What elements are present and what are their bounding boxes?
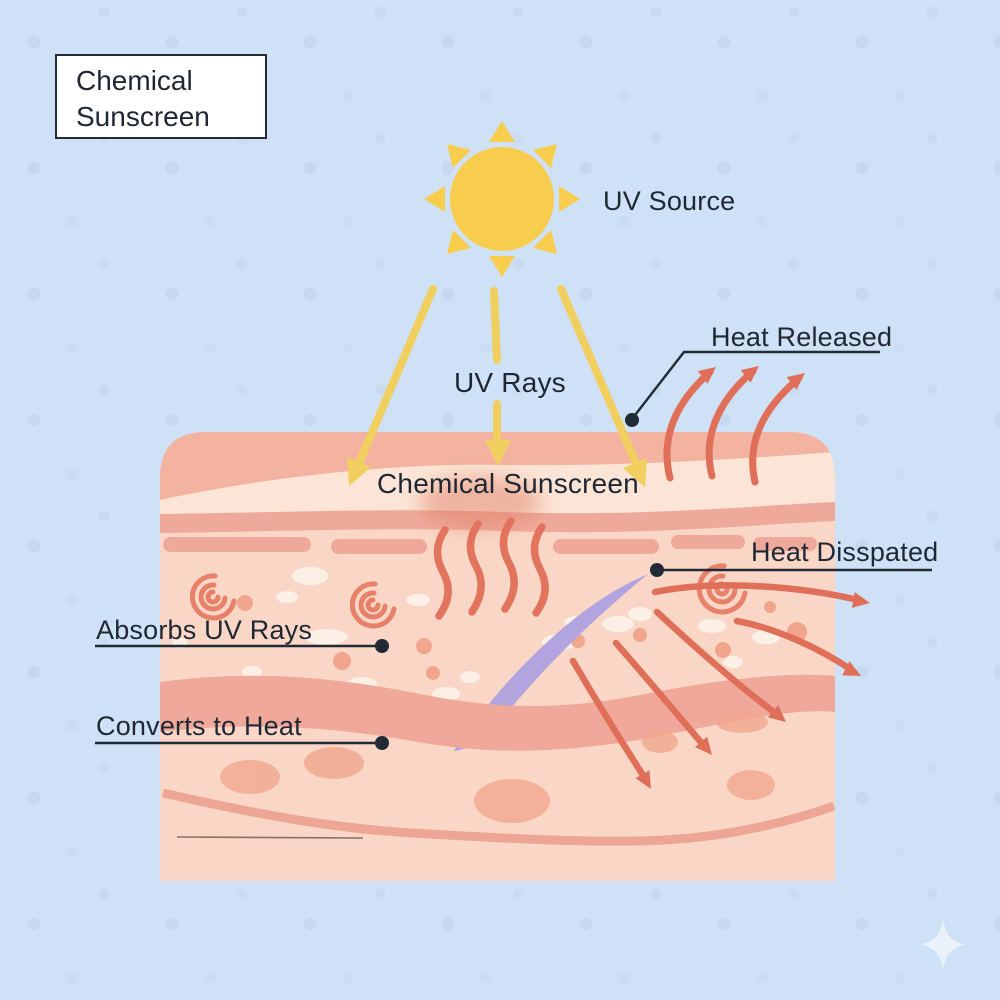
heat-release-arrow-icon (705, 366, 759, 480)
heat-squiggle-icon (466, 520, 485, 616)
sun-icon (424, 121, 580, 277)
uv-source-label: UV Source (603, 186, 736, 216)
leader-lines (95, 350, 932, 750)
heat-dissipate-arrow-icon (651, 582, 870, 608)
heat-released-connector (625, 350, 880, 427)
swirl-icon (349, 581, 397, 629)
absorbs-uv-rays-connector (95, 639, 389, 653)
converts-to-heat-label: Converts to Heat (96, 711, 302, 741)
dermis-ovals (220, 711, 775, 823)
heat-release-arrow-icon (749, 373, 805, 486)
heat-squiggle-icons (433, 517, 549, 620)
converts-to-heat-connector (95, 736, 389, 750)
heat-release-arrow-icon (663, 367, 716, 482)
heat-dissipate-arrow-icon (612, 639, 712, 755)
heat-release-arrows (663, 366, 805, 486)
heat-released-label: Heat Released (711, 322, 893, 352)
swirl-icon (189, 573, 237, 621)
lower-dermis-line (162, 788, 835, 846)
uv-rays-label: UV Rays (454, 367, 566, 398)
uv-ray-arrows (347, 285, 647, 487)
chemical-sunscreen-label: Chemical Sunscreen (377, 468, 639, 499)
heat-dissipate-arrows (569, 582, 870, 789)
heat-dissipate-arrow-icon (733, 617, 861, 676)
title-box: Chemical Sunscreen (55, 54, 267, 139)
sun-rays (424, 121, 580, 277)
uv-absorption-glow (418, 476, 542, 528)
skin-cross-section (160, 432, 835, 881)
heat-squiggle-icon (530, 523, 549, 617)
heat-dissipate-arrow-icon (653, 608, 786, 722)
bottom-rule-line (176, 836, 364, 839)
absorbs-uv-rays-label: Absorbs UV Rays (96, 615, 313, 645)
uv-ray-arrow-icon (485, 287, 511, 466)
heat-dissipate-arrow-icon (569, 657, 651, 789)
uv-ray-arrow-icon (557, 285, 647, 487)
uv-ray-arrow-icon (347, 285, 437, 486)
sparkle-icon (921, 920, 965, 969)
heat-squiggle-icon (499, 517, 518, 613)
heat-disspated-connector (650, 563, 932, 577)
cell-pills-row (163, 535, 817, 554)
swirl-icons (189, 563, 748, 629)
heat-disspated-label: Heat Disspated (751, 537, 939, 567)
heat-squiggle-icon (433, 526, 452, 620)
